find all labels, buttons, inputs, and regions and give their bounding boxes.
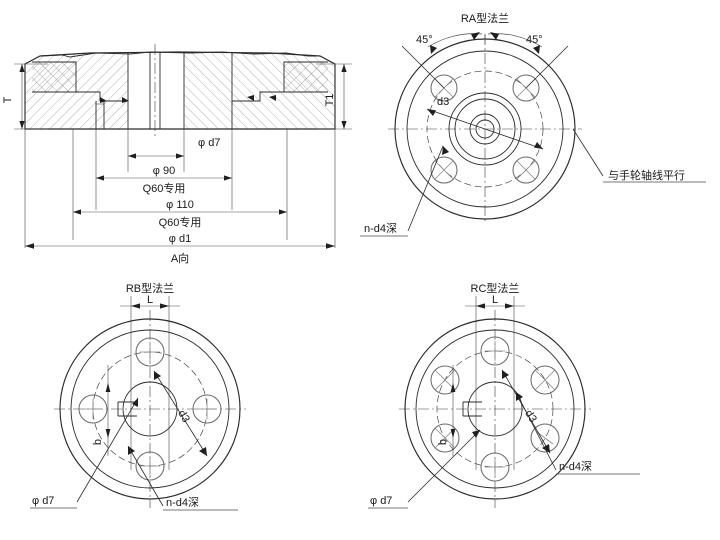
- hole-note-rc: n-d4深: [559, 460, 592, 473]
- bolt-hole: [512, 156, 540, 184]
- hole-note-leader-rc: n-d4深: [515, 391, 640, 475]
- dimension-label-90: φ 90: [153, 165, 175, 177]
- axis-note-ra: 与手轮轴线平行: [608, 168, 685, 182]
- bolt-circle-dimension-rb: d3: [153, 370, 208, 457]
- angle-dimension-right: 45°: [487, 32, 569, 89]
- bore-note-leader-rc: φ d7: [368, 429, 481, 509]
- dimension-label-L-rc: L: [492, 294, 498, 306]
- dimension-label-d1: φ d1: [169, 233, 191, 245]
- dimension-L-rb: L: [120, 294, 180, 470]
- flange-rb-title: RB型法兰: [126, 281, 174, 295]
- bolt-circle-dimension: d3: [426, 96, 544, 150]
- bolt-hole: [135, 337, 165, 367]
- hole-note-leader: n-d4深: [360, 145, 449, 237]
- hole-note-leader-rb: n-d4深: [127, 445, 238, 511]
- dimension-b-rb: b: [92, 365, 111, 456]
- dimension-label-d7: φ d7: [198, 137, 220, 149]
- bolt-circle-label-d3: d3: [437, 96, 449, 108]
- flange-rb-view: RB型法兰 L: [30, 281, 246, 511]
- hole-note-ra: n-d4深: [364, 222, 397, 235]
- section-height-left-label: T: [2, 96, 14, 103]
- section-view: T T1 φ d7 φ 90 Q60专用 φ 110 Q60专用: [2, 44, 352, 265]
- hole-note-rb: n-d4深: [166, 496, 199, 509]
- angle-dimension-left: 45°: [401, 32, 486, 89]
- key-label-b-rb: b: [92, 439, 104, 445]
- bore-note-rc: φ d7: [370, 495, 392, 507]
- section-height-right-label: T1: [324, 94, 336, 107]
- bolt-hole: [530, 365, 560, 395]
- axis-note-leader: 与手轮轴线平行: [572, 128, 706, 183]
- dimension-90: φ 90 Q60专用: [96, 165, 232, 195]
- bolt-hole: [430, 423, 460, 453]
- bolt-hole: [192, 394, 222, 424]
- section-extension-lines: [24, 101, 336, 248]
- bore-note-leader-rb: φ d7: [30, 397, 139, 509]
- dimension-d1: φ d1: [25, 233, 335, 249]
- bolt-circle-label-d3-rb: d3: [175, 408, 192, 425]
- dimension-label-L-rb: L: [147, 294, 153, 306]
- flange-ra-view: RA型法兰: [360, 11, 706, 237]
- dimension-L-rc: L: [465, 294, 525, 470]
- section-caption: A向: [171, 251, 189, 265]
- flange-rc-geometry: [399, 310, 591, 508]
- dimension-T1: T1: [316, 63, 352, 130]
- bolt-hole: [78, 394, 108, 424]
- key-label-b-rc: b: [437, 439, 449, 445]
- dimension-T: T: [2, 63, 48, 130]
- angle-label-left-45: 45°: [416, 34, 433, 46]
- bolt-hole: [530, 423, 560, 453]
- dimension-d7: φ d7: [128, 137, 220, 159]
- dimension-110: φ 110 Q60专用: [73, 199, 287, 229]
- bolt-hole: [430, 156, 458, 184]
- flange-rc-title: RC型法兰: [471, 281, 520, 295]
- dimension-label-q60-b: Q60专用: [159, 215, 202, 229]
- section-body: [25, 52, 335, 129]
- bolt-hole: [430, 365, 460, 395]
- bolt-hole: [135, 451, 165, 481]
- dimension-b-rc: b: [437, 365, 456, 456]
- bolt-circle-label-d3-rc: d3: [522, 408, 539, 425]
- bolt-hole: [480, 452, 510, 482]
- bolt-hole: [480, 336, 510, 366]
- dimension-label-110: φ 110: [166, 199, 194, 211]
- dimension-label-q60-a: Q60专用: [143, 181, 186, 195]
- bore-note-rb: φ d7: [32, 495, 54, 507]
- flange-rb-geometry: [54, 310, 246, 508]
- flange-rc-view: RC型法兰 L: [368, 281, 640, 509]
- flange-ra-title: RA型法兰: [461, 11, 509, 25]
- angle-label-right-45: 45°: [526, 34, 543, 46]
